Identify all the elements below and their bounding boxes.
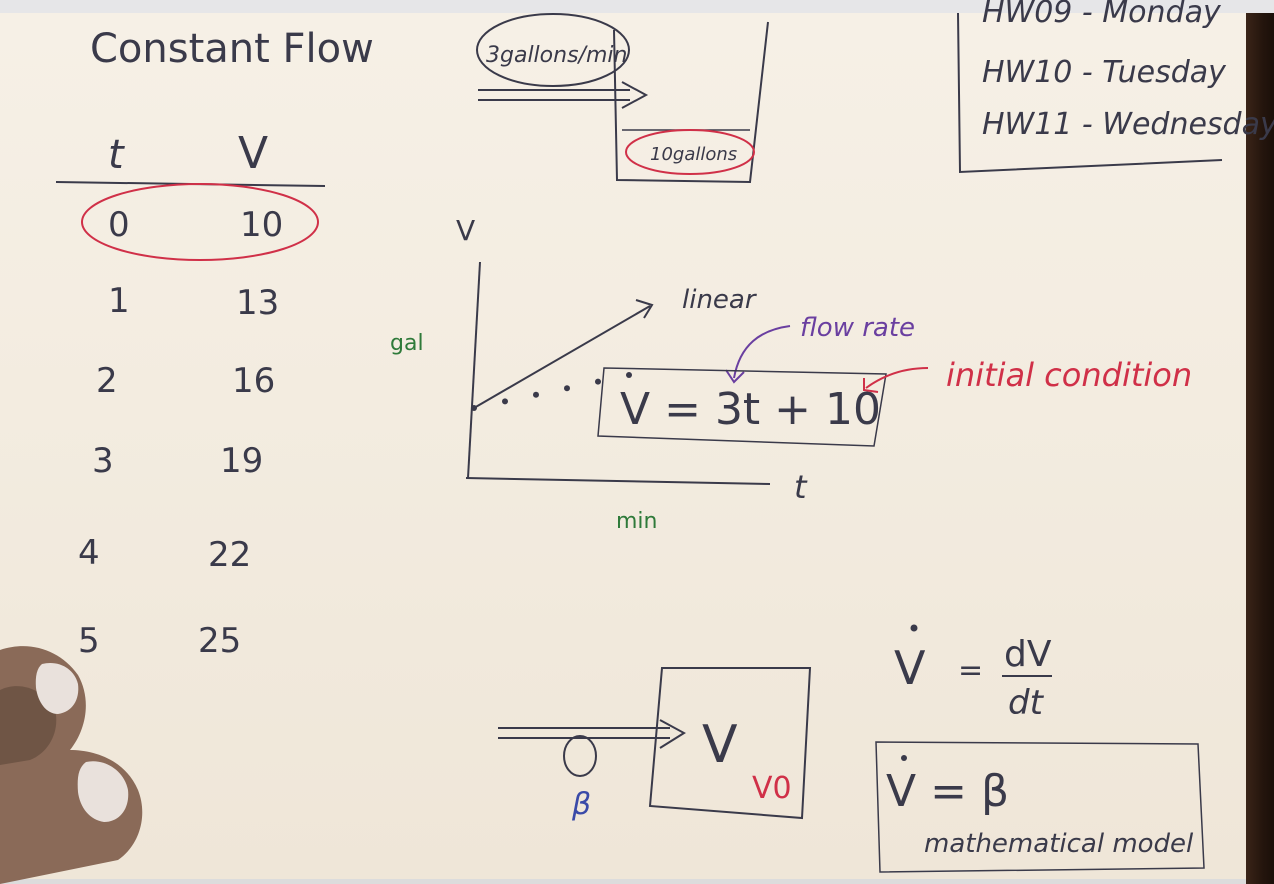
initial-row-highlight: [81, 183, 319, 261]
model-dot: [901, 755, 907, 761]
inflow-arrow-head: [621, 81, 649, 109]
derivative-numerator: dV: [1004, 634, 1052, 675]
board-edge: [1246, 13, 1274, 884]
derivative-dot: [910, 624, 918, 632]
graph-y-label: V: [456, 214, 475, 247]
rate-symbol: β: [571, 787, 591, 822]
table-header-t: t: [108, 132, 125, 178]
derivative-equals: =: [958, 653, 983, 688]
graph-y-unit: gal: [390, 331, 424, 356]
graph-point: [533, 391, 539, 398]
initial-volume-symbol: V0: [752, 771, 792, 806]
graph-line-label: linear: [682, 285, 758, 315]
graph-x-unit: min: [616, 509, 658, 534]
table-row-5-v: 25: [198, 621, 241, 661]
linear-equation: V = 3t + 10: [620, 384, 881, 435]
table-row-4-v: 22: [208, 535, 251, 575]
initial-condition-label: initial condition: [946, 356, 1192, 394]
graph-point: [595, 378, 601, 385]
derivative-definition: V = dV dt: [894, 624, 1052, 723]
graph-point: [564, 385, 570, 392]
inflow-rate-label: 3gallons/min: [486, 43, 627, 68]
hand-shadow: [0, 686, 57, 765]
table-row-2-t: 2: [96, 361, 118, 401]
model-box-border: [875, 741, 1205, 873]
graph-point: [502, 398, 508, 405]
initial-condition-arrow-head: [863, 378, 879, 393]
whiteboard-paper: [0, 13, 1246, 879]
graph-x-label: t: [794, 468, 808, 506]
thumbnail-upper: [35, 662, 79, 714]
diagram-arrow-head: [659, 719, 686, 749]
volume-graph: V gal t min linear: [390, 214, 808, 534]
value-table: t V 0 10 1 13 2 16 3 19 4 22 5 25: [55, 128, 326, 661]
tank-volume-label: V: [702, 715, 738, 775]
table-row-5-t: 5: [78, 621, 100, 661]
tank-walls: [613, 21, 769, 184]
table-row-2-v: 16: [232, 361, 275, 401]
table-header-v: V: [238, 128, 268, 179]
table-row-1-v: 13: [236, 283, 279, 323]
rate-valve-icon: [563, 735, 597, 777]
flow-rate-arrow: [733, 325, 791, 379]
homework-item-0: HW09 - Monday: [982, 0, 1222, 30]
homework-item-1: HW10 - Tuesday: [982, 55, 1227, 90]
homework-box-border: [957, 12, 1223, 174]
graph-y-axis: [467, 261, 481, 479]
graph-point: [471, 405, 477, 411]
initial-volume-label: 10gallons: [650, 144, 737, 165]
top-bar: [0, 0, 1274, 13]
flow-rate-arrow-head: [725, 369, 745, 384]
equation-box: [597, 367, 887, 447]
thumbnail-lower: [77, 761, 129, 822]
homework-item-2: HW11 - Wednesday: [982, 107, 1274, 142]
graph-x-axis: [465, 477, 771, 485]
table-row-3-v: 19: [220, 441, 263, 481]
homework-box: HW09 - Monday HW10 - Tuesday HW11 - Wedn…: [957, 0, 1274, 174]
title: Constant Flow: [90, 26, 374, 72]
graph-point: [626, 372, 632, 378]
bottom-bar: [0, 879, 1246, 884]
initial-condition-arrow: [865, 367, 929, 389]
graph-line: [473, 305, 651, 409]
mathematical-model-box: V = β mathematical model: [875, 741, 1205, 873]
model-caption: mathematical model: [924, 829, 1194, 859]
graph-line-arrow: [635, 299, 654, 319]
equation-group: flow rate V = 3t + 10 initial condition: [597, 313, 1192, 447]
model-equation: V = β: [886, 766, 1009, 817]
table-row-1-t: 1: [108, 281, 130, 321]
table-row-3-t: 3: [92, 441, 114, 481]
table-row-0-t: 0: [108, 205, 130, 245]
flow-rate-label: flow rate: [800, 313, 915, 343]
tank-sketch: 3gallons/min 10gallons: [476, 13, 769, 184]
derivative-denominator: dt: [1008, 683, 1045, 723]
table-row-0-v: 10: [240, 205, 283, 245]
graph-points: [471, 372, 632, 411]
table-row-4-t: 4: [78, 533, 100, 573]
initial-volume-circle: [625, 129, 755, 175]
presenter-hand: [0, 646, 143, 884]
inflow-rate-circle: [476, 13, 630, 87]
tank-diagram: β V V0: [498, 667, 812, 822]
tank-box: [648, 667, 812, 820]
derivative-lhs: V: [894, 641, 926, 695]
